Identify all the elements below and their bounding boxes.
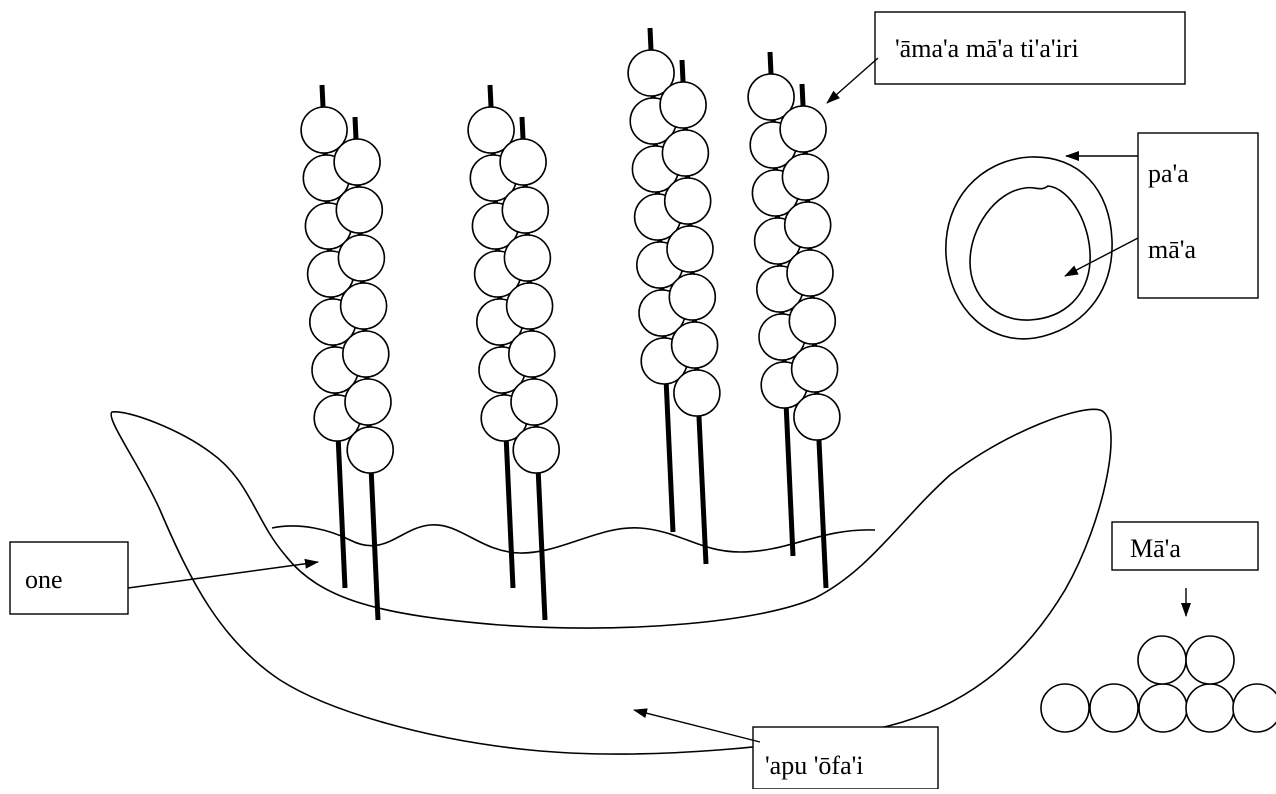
nut-bead (788, 297, 837, 345)
nut-bead (300, 106, 348, 154)
nut-bead (346, 426, 395, 474)
nut-bead (663, 177, 712, 225)
label-shell: pa'a (1148, 159, 1189, 188)
nut-bead (783, 201, 832, 249)
stacked-nut (1138, 683, 1188, 733)
label-kernel: mā'a (1148, 235, 1196, 264)
water-surface (271, 524, 876, 554)
nut-bead (339, 282, 388, 330)
nut-stick-cluster (300, 84, 395, 621)
label-water: one (25, 565, 63, 594)
nut-bead (666, 225, 714, 273)
nut-bead (501, 186, 550, 234)
label-bowl: 'apu 'ōfa'i (765, 751, 864, 780)
stacked-nut (1185, 635, 1235, 685)
nut-bead (344, 378, 392, 426)
stacked-nut (1232, 683, 1276, 733)
nut-bead (779, 105, 827, 153)
nut-bead (659, 81, 707, 129)
arrow-stem-cluster (826, 57, 879, 104)
arrow-water (127, 558, 319, 589)
shell-outline (945, 156, 1113, 340)
nut-bead (781, 153, 830, 201)
stacked-nut (1185, 683, 1235, 733)
label-stacked-nuts: Mā'a (1130, 534, 1181, 563)
nut-bead (505, 282, 554, 330)
arrow-kernel (1064, 237, 1139, 277)
label-stem-cluster: 'āma'a mā'a ti'a'iri (895, 34, 1079, 63)
nut-bead (786, 249, 834, 297)
label-box-bowl (752, 726, 939, 790)
nut-bead (333, 138, 381, 186)
nut-bead (337, 234, 386, 282)
nut-bead (507, 330, 556, 378)
nut-bead (673, 369, 721, 417)
nut-bead (512, 426, 561, 474)
kernel-outline (969, 185, 1091, 321)
stacked-nut (1089, 683, 1139, 733)
stacked-nuts (1040, 635, 1276, 733)
nut-bead (467, 106, 515, 154)
stacked-nut (1040, 683, 1090, 733)
nut-stick-cluster (627, 27, 721, 565)
nut-bead (510, 378, 558, 426)
label-box-shell-kernel (1137, 132, 1259, 299)
stone-bowl-outline (110, 408, 1112, 755)
nut-stick-cluster (747, 51, 841, 589)
nut-bead (499, 138, 547, 186)
arrow-bowl (633, 708, 761, 743)
nut-bead (335, 186, 384, 234)
label-box-water (9, 541, 129, 615)
nut-stick-clusters (300, 27, 841, 621)
nut-bead (670, 321, 719, 369)
nut-bead (668, 273, 717, 321)
nut-bead (747, 73, 795, 121)
nut-stick-cluster (467, 84, 561, 621)
nut-bead (790, 345, 839, 393)
nut-bead (661, 129, 710, 177)
stacked-nut (1137, 635, 1187, 685)
nut-bead (627, 49, 675, 97)
nut-bead (503, 234, 552, 282)
label-box-stem-cluster (874, 11, 1186, 85)
label-box-stacked-nuts (1111, 521, 1259, 571)
nut-bead (793, 393, 841, 441)
nut-bead (341, 330, 390, 378)
